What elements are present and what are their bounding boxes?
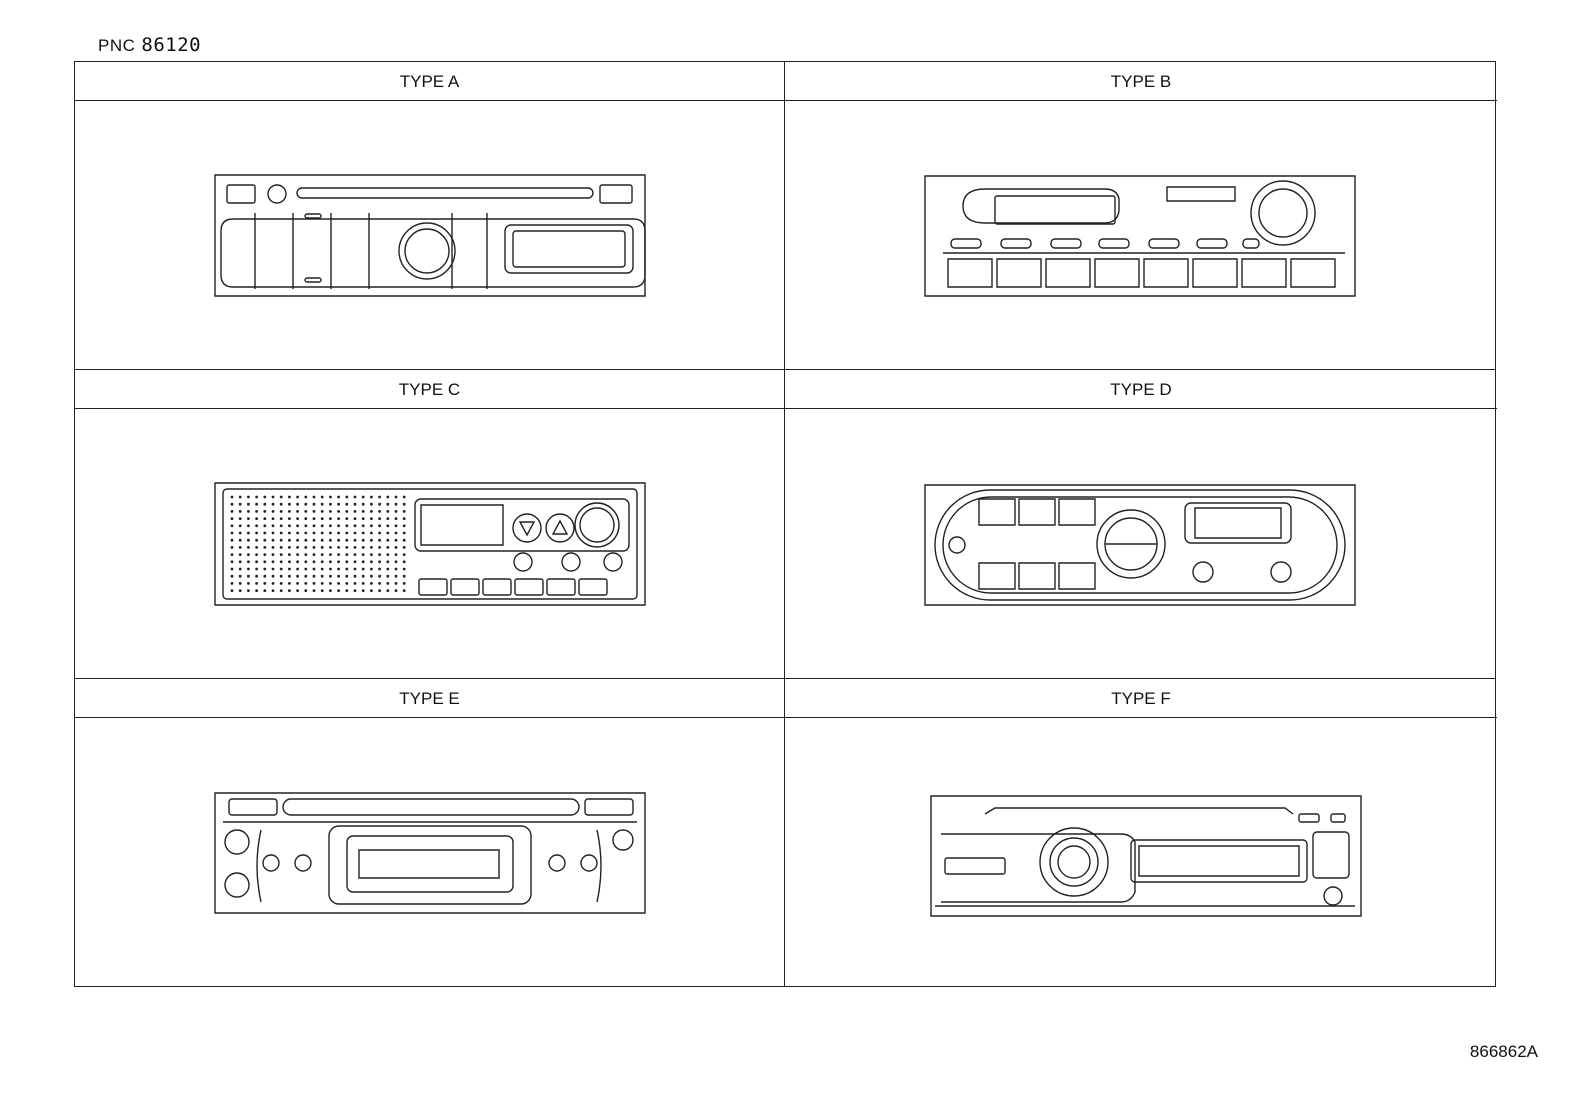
radio-type-b-drawing bbox=[785, 101, 1497, 369]
column-divider bbox=[784, 62, 785, 986]
radio-type-b bbox=[785, 101, 1497, 370]
row-divider-2 bbox=[75, 678, 1495, 679]
radio-type-d bbox=[785, 409, 1497, 679]
panel-label-type-a: TYPE A bbox=[75, 62, 784, 101]
radio-type-e bbox=[75, 718, 784, 987]
radio-type-c: (function(){ var g = document.currentScr… bbox=[75, 409, 784, 679]
panel-label-type-f: TYPE F bbox=[785, 679, 1497, 718]
radio-type-d-drawing bbox=[785, 409, 1497, 678]
panel-type-b: TYPE B bbox=[785, 62, 1497, 370]
panel-type-d: TYPE D bbox=[785, 370, 1497, 679]
panel-label-type-e: TYPE E bbox=[75, 679, 784, 718]
speaker-grille-dots: (function(){ var g = document.currentScr… bbox=[230, 495, 406, 592]
radio-type-e-drawing bbox=[75, 718, 784, 986]
panel-type-a: TYPE A bbox=[75, 62, 784, 370]
illustration-code: 866862A bbox=[1469, 1042, 1538, 1061]
panel-label-type-d: TYPE D bbox=[785, 370, 1497, 409]
pnc-label: PNC 86120 bbox=[98, 34, 201, 56]
diagram-grid: TYPE A bbox=[74, 61, 1497, 987]
radio-type-f-drawing bbox=[785, 718, 1497, 986]
radio-type-a bbox=[75, 101, 784, 370]
panel-label-type-b: TYPE B bbox=[785, 62, 1497, 101]
panel-type-e: TYPE E bbox=[75, 679, 784, 987]
pnc-number: 86120 bbox=[141, 34, 202, 56]
panel-type-f: TYPE F bbox=[785, 679, 1497, 987]
radio-type-c-drawing: (function(){ var g = document.currentScr… bbox=[75, 409, 784, 678]
panel-type-c: TYPE C bbox=[75, 370, 784, 679]
row-divider-1 bbox=[75, 369, 1495, 370]
panel-label-type-c: TYPE C bbox=[75, 370, 784, 409]
radio-type-a-drawing bbox=[75, 101, 784, 369]
pnc-prefix: PNC bbox=[98, 36, 136, 55]
radio-type-f bbox=[785, 718, 1497, 987]
